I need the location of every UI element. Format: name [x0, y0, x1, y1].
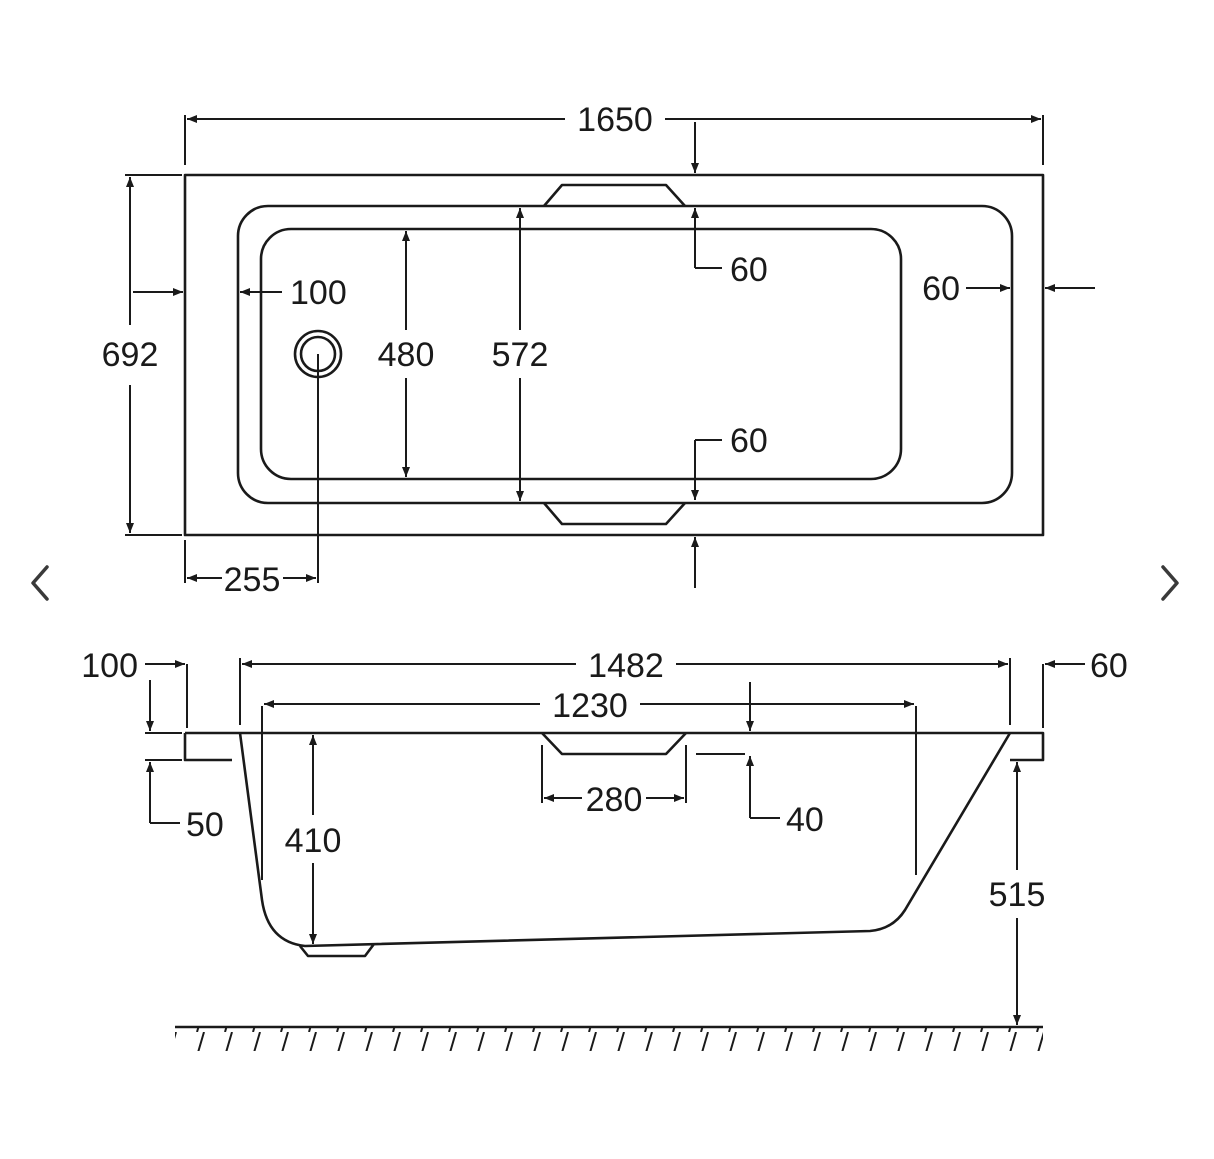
previous-image-button[interactable]	[16, 555, 64, 611]
chevron-right-icon	[1161, 565, 1179, 601]
label-plan-right-rim: 60	[922, 270, 960, 308]
label-plan-bottom-rim: 60	[730, 422, 768, 460]
label-overall-length: 1650	[577, 101, 653, 139]
dim-overall-width: 692	[102, 174, 182, 536]
plan-bowl-bottom	[259, 227, 903, 481]
label-armrest-depth: 40	[786, 801, 824, 839]
label-inner-width-top: 572	[492, 336, 549, 374]
label-plan-top-rim: 60	[730, 251, 768, 289]
label-waste-offset: 255	[224, 561, 281, 599]
dim-height: 515	[989, 762, 1046, 1025]
label-side-left-rim: 100	[81, 647, 138, 685]
label-bottom-length: 1230	[552, 687, 628, 725]
side-tub-inner	[261, 706, 917, 880]
dim-side-right-rim: 60	[1042, 647, 1128, 728]
dim-side-left-rim: 100	[81, 647, 188, 728]
side-tub-body	[238, 732, 1012, 948]
dim-plan-top-rim: 60	[691, 122, 768, 289]
dim-plan-left-rim: 100	[133, 274, 347, 312]
plan-outer-rim	[183, 173, 1045, 537]
label-plan-left-rim: 100	[290, 274, 347, 312]
label-side-right-rim: 60	[1090, 647, 1128, 685]
dim-armrest-width: 280	[541, 745, 687, 819]
floor-hatch	[175, 1027, 1043, 1051]
label-overall-width: 692	[102, 336, 159, 374]
label-height: 515	[989, 876, 1046, 914]
label-inner-width: 480	[378, 336, 435, 374]
dim-overall-length: 1650	[184, 101, 1044, 165]
dim-inner-width: 480	[378, 231, 435, 477]
dim-top-length: 1482	[239, 647, 1011, 725]
side-rim	[183, 731, 1045, 762]
chevron-left-icon	[31, 565, 49, 601]
dim-depth: 410	[285, 735, 342, 944]
side-armrest	[541, 732, 687, 756]
plan-view: 1650 692 100 60 60	[102, 101, 1095, 599]
dim-waste-offset: 255	[184, 354, 319, 599]
plan-armrest-bottom	[543, 502, 686, 526]
label-depth: 410	[285, 822, 342, 860]
dim-bottom-length: 1230	[264, 687, 914, 725]
side-waste-foot	[298, 943, 376, 958]
dim-inner-width-top: 572	[492, 208, 549, 501]
plan-bowl-top	[236, 204, 1014, 505]
dim-plan-right-rim: 60	[922, 270, 1095, 308]
side-view: 1482 1230 100 60 50	[81, 647, 1128, 1051]
dim-rim-thickness: 50	[145, 680, 224, 844]
label-top-length: 1482	[588, 647, 664, 685]
plan-armrest-top	[543, 183, 686, 207]
label-rim-thickness: 50	[186, 806, 224, 844]
next-image-button[interactable]	[1146, 555, 1194, 611]
dim-plan-bottom-rim: 60	[691, 422, 768, 588]
dim-armrest-depth: 40	[696, 682, 824, 839]
label-armrest-width: 280	[586, 781, 643, 819]
